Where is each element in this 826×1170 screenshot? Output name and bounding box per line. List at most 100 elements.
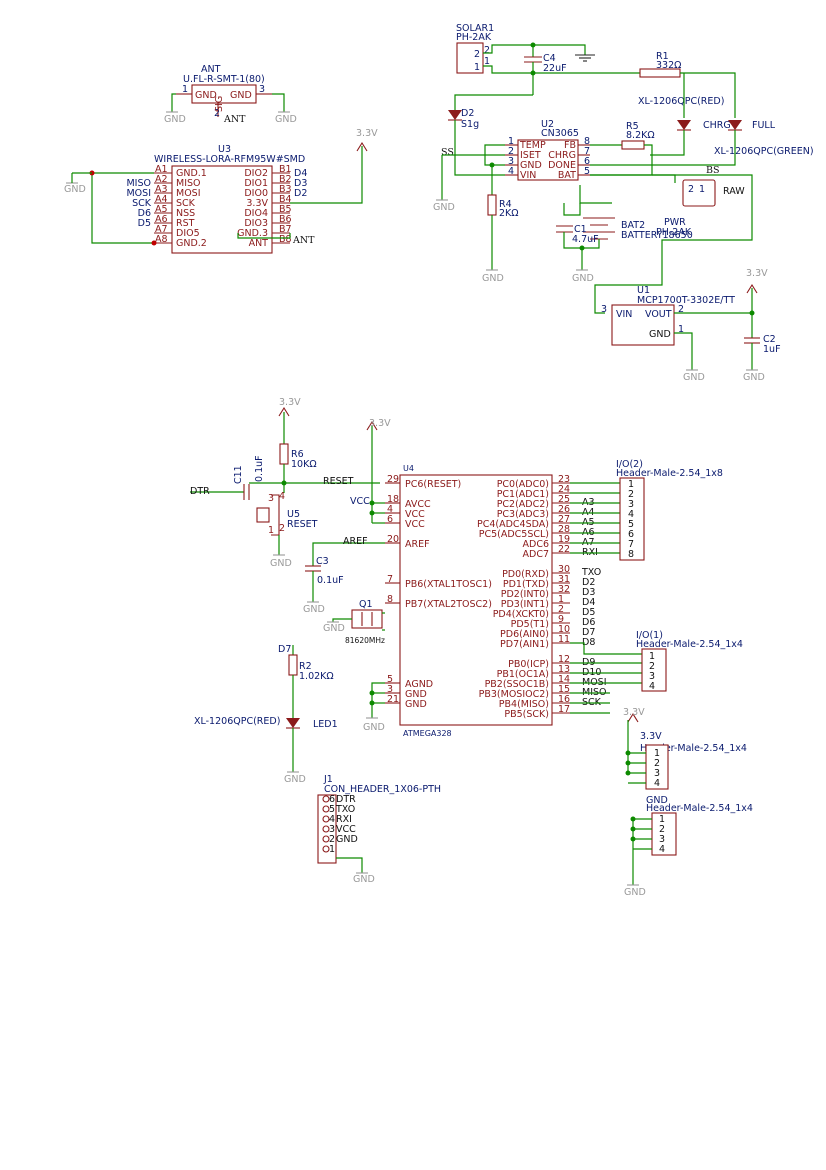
u3-pin-number: A3: [155, 184, 168, 195]
svg-text:2: 2: [214, 108, 220, 119]
svg-text:2: 2: [678, 304, 684, 315]
svg-text:R6: R6: [291, 449, 304, 460]
u4-pin-number: 2: [558, 604, 564, 615]
svg-text:2: 2: [688, 184, 694, 195]
j1-pin-number: 2: [329, 834, 335, 845]
u2-pin-number: 3: [508, 156, 514, 167]
u4-pin-number: 20: [387, 534, 399, 545]
svg-text:GND: GND: [230, 90, 252, 101]
svg-text:FULL: FULL: [752, 120, 776, 131]
svg-text:SOLAR1: SOLAR1: [456, 23, 494, 34]
io2-pin-number: 5: [628, 519, 634, 530]
io1-pin-number: 1: [649, 651, 655, 662]
svg-text:1: 1: [268, 525, 274, 536]
svg-text:BS: BS: [706, 165, 720, 176]
u4-pin-number: 22: [558, 544, 570, 555]
svg-text:DTR: DTR: [190, 486, 210, 497]
svg-text:3.3V: 3.3V: [623, 707, 645, 718]
svg-text:GND: GND: [64, 184, 86, 195]
svg-text:CN3065: CN3065: [541, 128, 579, 139]
svg-text:D7: D7: [278, 644, 291, 655]
u4-pin-number: 9: [558, 614, 564, 625]
svg-text:GND: GND: [323, 623, 345, 634]
svg-text:GND: GND: [743, 372, 765, 383]
svg-text:0.1uF: 0.1uF: [254, 455, 265, 482]
u4-pin-label: PC2(ADC2): [497, 499, 549, 510]
svg-text:XL-1206QPC(RED): XL-1206QPC(RED): [638, 96, 724, 107]
svg-text:RESET: RESET: [287, 519, 318, 530]
svg-text:3.3V: 3.3V: [640, 731, 662, 742]
svg-text:C3: C3: [316, 556, 329, 567]
u4-pin-label: PC5(ADC5SCL): [479, 529, 549, 540]
u3-net-label: D2: [294, 188, 307, 199]
svg-text:GND: GND: [275, 114, 297, 125]
u4-net-label: D3: [582, 587, 595, 598]
u2-pin-number: 5: [584, 166, 590, 177]
u3-pin-number: A5: [155, 204, 168, 215]
u3-pin-label: 3.3V: [246, 198, 268, 209]
u4-pin-label: AVCC: [405, 499, 431, 510]
u3-net-label: MISO: [126, 178, 151, 189]
u4-pin-label: PB4(MISO): [499, 699, 549, 710]
u3-pin-number: B1: [279, 164, 292, 175]
u3-pin-number: A6: [155, 214, 168, 225]
u4-net-label: TXO: [581, 567, 601, 578]
u3-pin-label: GND.2: [176, 238, 207, 249]
u2-pin-label: DONE: [548, 160, 576, 171]
h33-pin-number: 2: [654, 758, 660, 769]
u3-pin-number: B6: [279, 214, 292, 225]
u3-net-label: D6: [138, 208, 151, 219]
svg-text:1: 1: [699, 184, 705, 195]
u4-pin-number: 5: [387, 674, 393, 685]
svg-text:BATTERY18650: BATTERY18650: [621, 230, 693, 241]
j1-pin-label: TXO: [335, 804, 355, 815]
j1-pin-label: GND: [336, 834, 358, 845]
u4-pin-number: 31: [558, 574, 570, 585]
u2-pin-label: ISET: [520, 150, 541, 161]
u4-pin-label: GND: [405, 689, 427, 700]
io2-pin-number: 3: [628, 499, 634, 510]
svg-text:GND: GND: [683, 372, 705, 383]
u3-pin-label: RST: [176, 218, 195, 229]
u3-pin-label: DIO0: [244, 188, 268, 199]
u4-net-label: D2: [582, 577, 595, 588]
u4-pin-label: PC6(RESET): [405, 479, 461, 490]
u4-pin-number: 3: [387, 684, 393, 695]
u4-pin-label: AREF: [405, 539, 430, 550]
u4-pin-number: 30: [558, 564, 570, 575]
j1-pin-circle: [322, 835, 330, 843]
io2-pin-number: 8: [628, 549, 634, 560]
svg-text:XL-1206QPC(GREEN): XL-1206QPC(GREEN): [714, 146, 814, 157]
u3-net-label: D3: [294, 178, 307, 189]
u3-pin-number: B5: [279, 204, 292, 215]
u3-pin-label: MISO: [176, 178, 201, 189]
svg-text:PH-2AK: PH-2AK: [456, 32, 492, 43]
svg-text:U2: U2: [541, 119, 554, 130]
u3-pin-number: A2: [155, 174, 168, 185]
svg-text:PWR: PWR: [664, 217, 686, 228]
u4-pin-label: PC1(ADC1): [497, 489, 549, 500]
svg-text:C1: C1: [574, 224, 587, 235]
svg-text:U5: U5: [287, 509, 300, 520]
svg-text:GND: GND: [270, 558, 292, 569]
u2-pin-label: TEMP: [519, 140, 546, 151]
svg-text:GND: GND: [284, 774, 306, 785]
u4-pin-number: 23: [558, 474, 570, 485]
j1-pin-label: VCC: [336, 824, 356, 835]
u4-pin-number: 15: [558, 684, 570, 695]
u3-pin-label: SCK: [176, 198, 196, 209]
ant-connector: ANT U.FL-R-SMT-1(80) 1 GND GND 3 2 SIG A…: [164, 64, 297, 125]
svg-text:I/O(1): I/O(1): [636, 630, 663, 641]
u2-pin-number: 8: [584, 136, 590, 147]
svg-text:3: 3: [259, 84, 265, 95]
svg-text:GND: GND: [195, 90, 217, 101]
svg-text:C11: C11: [233, 465, 244, 484]
svg-text:0.1uF: 0.1uF: [317, 575, 344, 586]
io2-pin-number: 2: [628, 489, 634, 500]
u4-pin-label: PB2(SSOC1B): [485, 679, 549, 690]
j1-pin-number: 3: [329, 824, 335, 835]
h33-junction: [625, 770, 631, 776]
